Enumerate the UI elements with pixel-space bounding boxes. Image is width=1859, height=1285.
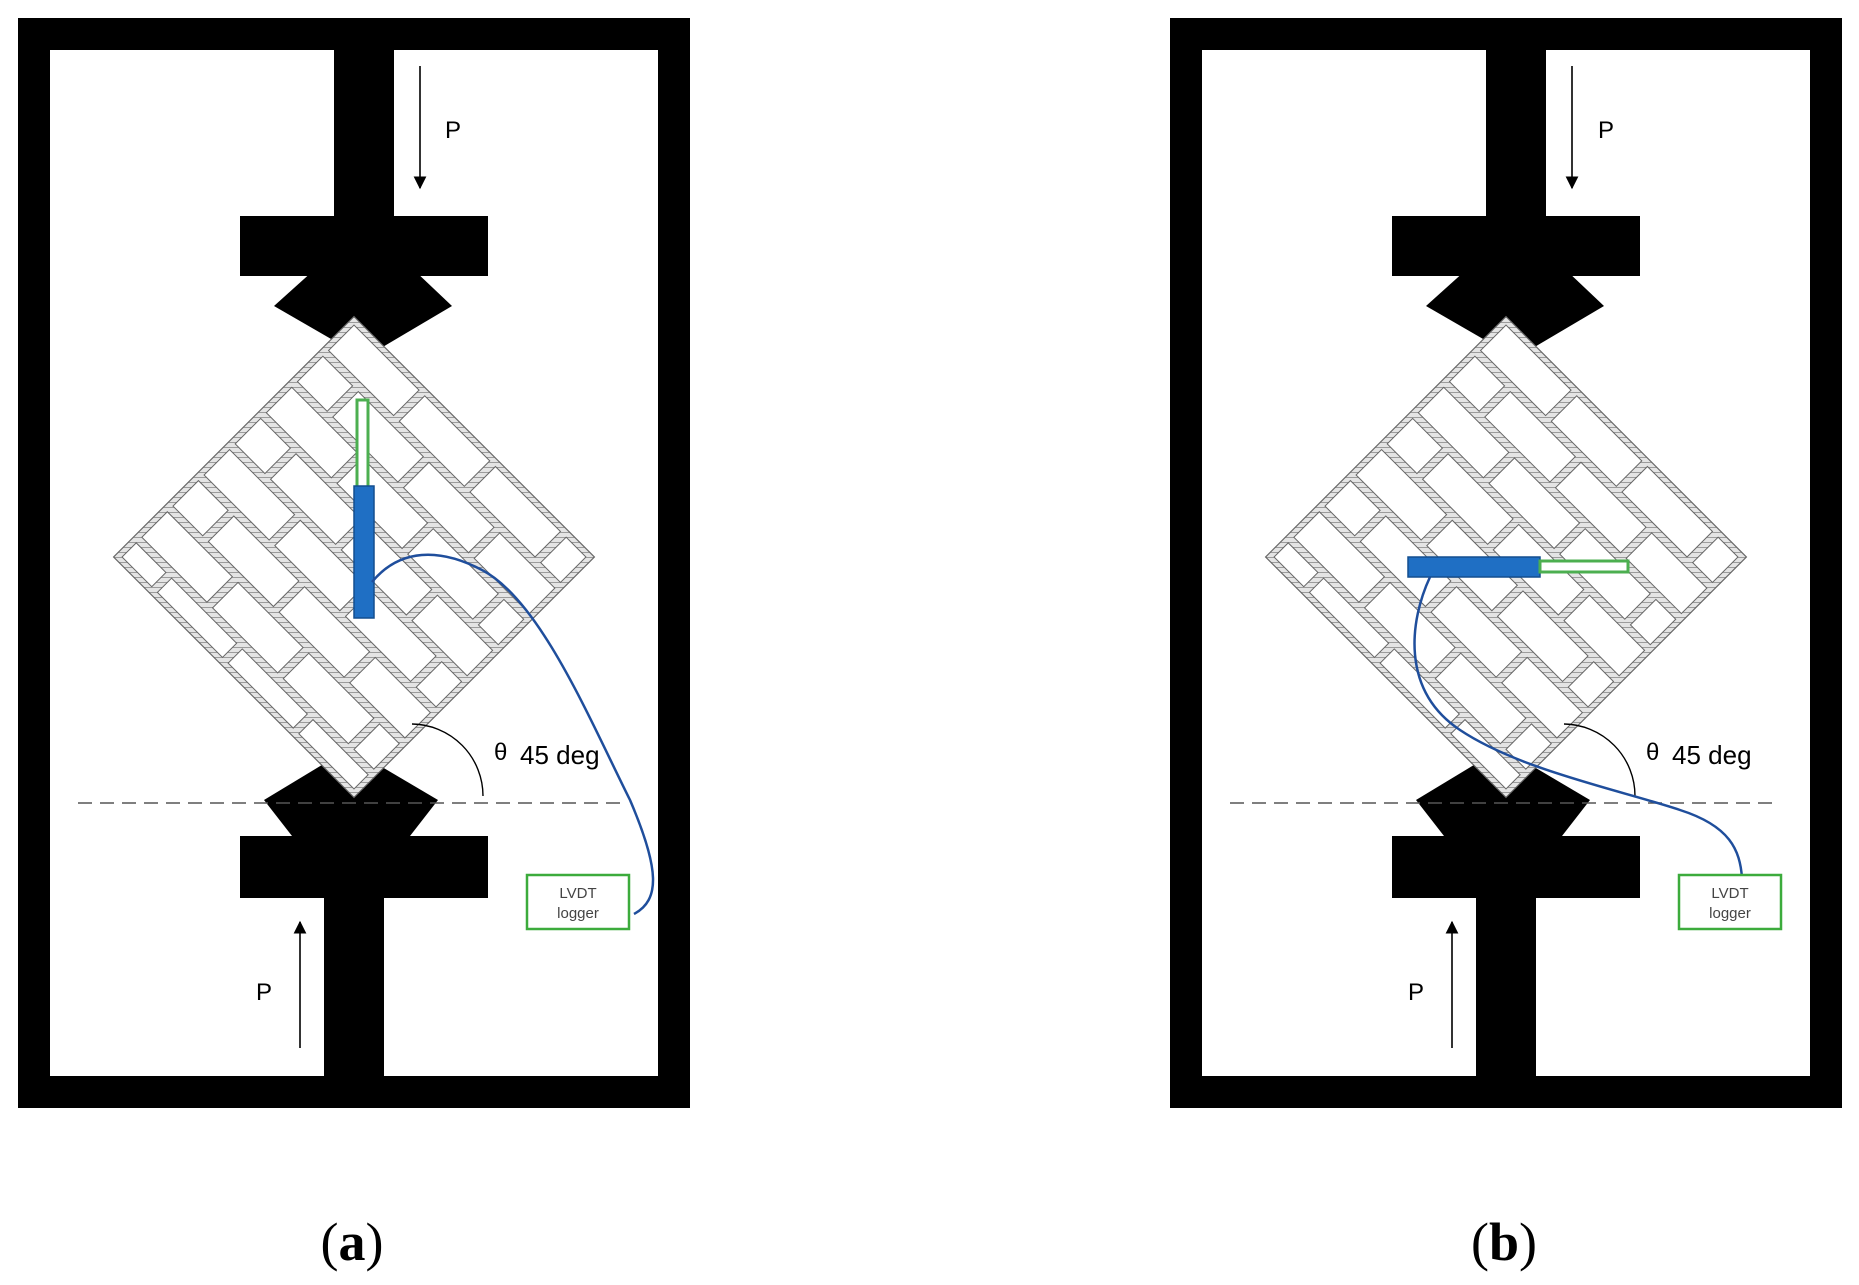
- logger-label-line2: logger: [557, 905, 599, 922]
- lvdt-cable: [1413, 576, 1744, 879]
- angle-arc: [411, 723, 484, 797]
- lvdt-cable: [371, 553, 655, 916]
- angle-arc: [1563, 723, 1636, 797]
- load-label-top: P: [445, 117, 461, 144]
- lvdt-body: [353, 485, 375, 619]
- bottom-platen: [240, 836, 488, 898]
- load-label-bottom: P: [1408, 979, 1424, 1006]
- load-label-top: P: [1598, 117, 1614, 144]
- top-platen: [1392, 216, 1640, 276]
- logger-label-line1: LVDT: [559, 885, 596, 902]
- top-platen: [240, 216, 488, 276]
- bottom-ram-column: [324, 896, 384, 1082]
- angle-symbol: θ: [1646, 739, 1659, 766]
- top-ram-column: [334, 20, 394, 220]
- brick-courses: [121, 324, 587, 790]
- top-loading-shoe: [274, 270, 452, 358]
- bottom-ram-column: [1476, 896, 1536, 1082]
- panel-a: P P θ 45 deg: [18, 18, 690, 1272]
- angle-label: 45 deg: [1672, 740, 1752, 770]
- load-label-bottom: P: [256, 979, 272, 1006]
- lvdt-logger-box: [525, 873, 631, 931]
- top-loading-shoe: [1426, 270, 1604, 358]
- top-ram-column: [1486, 20, 1546, 220]
- angle-symbol: θ: [494, 739, 507, 766]
- logger-label-line2: logger: [1709, 905, 1751, 922]
- lvdt-logger-box: [1677, 873, 1783, 931]
- bottom-platen: [1392, 836, 1640, 898]
- panel-label-a: (a): [321, 1212, 384, 1272]
- lvdt-body: [1407, 556, 1541, 578]
- angle-label: 45 deg: [520, 740, 600, 770]
- logger-label-line1: LVDT: [1711, 885, 1748, 902]
- lvdt-rod: [1538, 559, 1630, 574]
- panel-label-b: (b): [1471, 1212, 1537, 1272]
- panel-b: P P θ 45 deg LVDT logger (b: [1170, 18, 1842, 1272]
- lvdt-rod: [355, 398, 370, 490]
